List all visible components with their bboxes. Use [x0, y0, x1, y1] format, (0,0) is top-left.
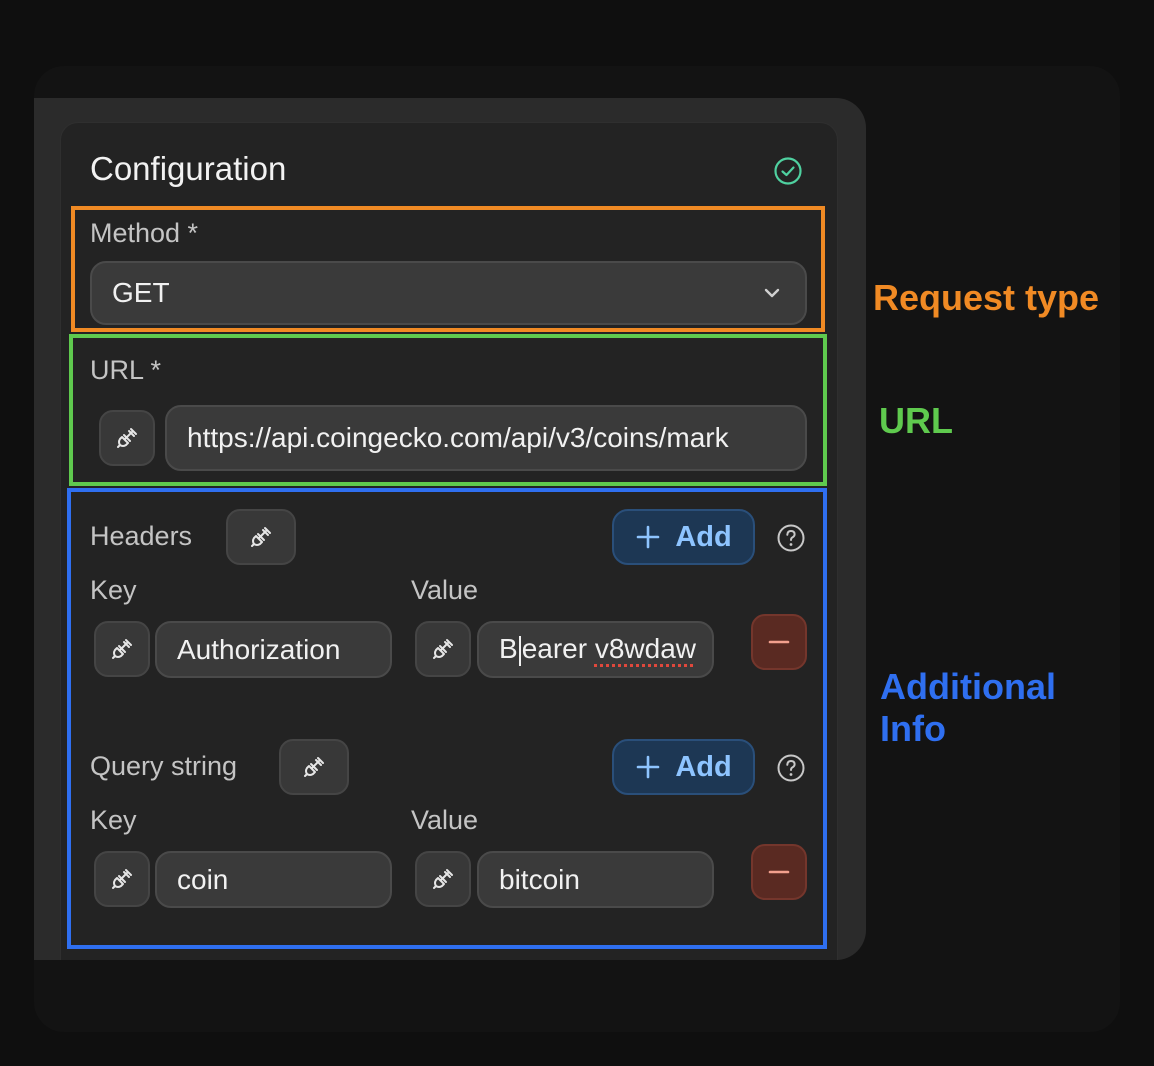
additional-info-highlight-box [67, 488, 827, 949]
plug-icon [112, 639, 132, 659]
check-circle-icon [774, 157, 802, 185]
query-label: Query string [90, 751, 238, 781]
headers-key-label: Key [90, 575, 137, 605]
question-circle-icon[interactable] [776, 753, 806, 783]
url-input[interactable]: https://api.coingecko.com/api/v3/coins/m… [165, 405, 807, 471]
query-value-text: bitcoin [499, 863, 580, 895]
minus-icon [768, 640, 790, 644]
headers-variable-button[interactable] [226, 509, 296, 565]
url-variable-button[interactable] [99, 410, 155, 466]
url-annotation: URL [879, 400, 953, 441]
method-label: Method * [90, 218, 199, 248]
plug-icon [251, 527, 271, 547]
query-value-label: Value [411, 805, 479, 835]
card-title: Configuration [90, 150, 287, 187]
header-key-value: Authorization [177, 633, 341, 665]
query-add-label: Add [675, 750, 732, 783]
query-key-input[interactable]: coin [155, 851, 392, 908]
text-caret [518, 635, 521, 666]
query-variable-button[interactable] [279, 739, 349, 795]
query-remove-button[interactable] [751, 844, 807, 900]
headers-value-label: Value [411, 575, 479, 605]
plug-icon [433, 639, 453, 659]
chevron-down-icon [764, 288, 780, 298]
method-value: GET [112, 277, 170, 308]
header-key-input[interactable]: Authorization [155, 621, 392, 678]
url-label: URL * [90, 355, 162, 385]
url-value: https://api.coingecko.com/api/v3/coins/m… [187, 422, 729, 453]
query-value-variable-button[interactable] [415, 851, 471, 907]
query-value-input[interactable]: bitcoin [477, 851, 714, 908]
request-type-annotation: Request type [873, 277, 1100, 318]
method-select[interactable]: GET [90, 261, 807, 325]
headers-label: Headers [90, 521, 193, 551]
query-key-variable-button[interactable] [94, 851, 150, 907]
plug-icon [433, 869, 453, 889]
request-type-highlight-box [71, 206, 825, 332]
minus-icon [768, 870, 790, 874]
plus-icon [637, 525, 660, 549]
url-highlight-box [69, 334, 827, 486]
plug-icon [304, 757, 324, 777]
plug-icon [112, 869, 132, 889]
query-add-button[interactable]: Add [612, 739, 755, 795]
header-value-variable-button[interactable] [415, 621, 471, 677]
headers-add-label: Add [675, 520, 732, 553]
additional-info-annotation: Additional Info [880, 666, 1056, 749]
headers-add-button[interactable]: Add [612, 509, 755, 565]
header-key-variable-button[interactable] [94, 621, 150, 677]
question-circle-icon[interactable] [776, 523, 806, 553]
plus-icon [637, 755, 660, 779]
query-key-value: coin [177, 863, 229, 895]
query-key-label: Key [90, 805, 137, 835]
header-remove-button[interactable] [751, 614, 807, 670]
spellcheck-flagged-text: v8wdaw [594, 633, 697, 665]
plug-icon [117, 428, 137, 448]
